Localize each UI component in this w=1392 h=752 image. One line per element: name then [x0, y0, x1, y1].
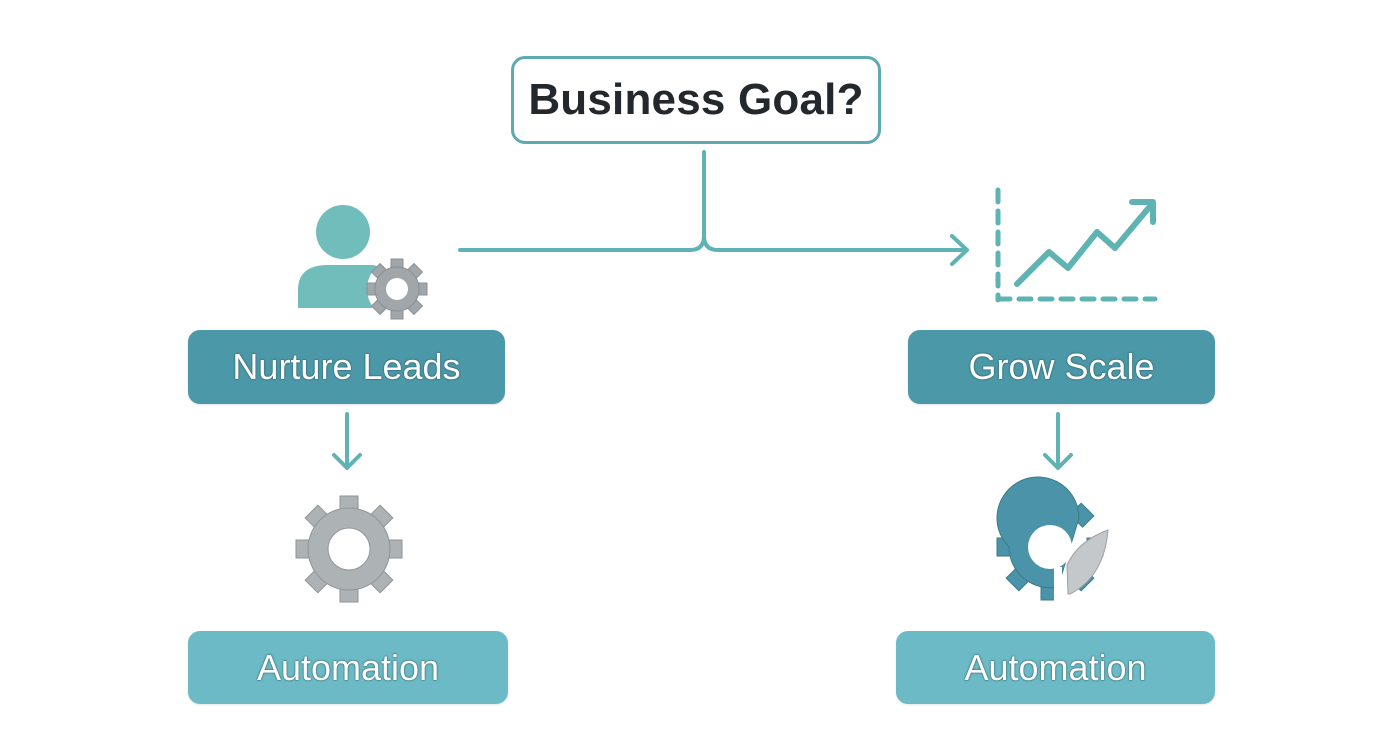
- user-gear-icon: [298, 205, 428, 320]
- grow-scale-node: Grow Scale: [908, 330, 1215, 404]
- nurture-leads-node: Nurture Leads: [188, 330, 505, 404]
- arrow-down-right: [1043, 412, 1073, 470]
- gear-progress-icon: [996, 476, 1109, 601]
- automation-node-right: Automation: [896, 631, 1215, 704]
- growth-chart-icon: [995, 187, 1158, 303]
- arrow-down-left: [332, 412, 362, 470]
- gear-icon: [295, 495, 403, 603]
- arrowhead-right: [950, 234, 969, 266]
- connector-root-right: [702, 234, 967, 252]
- business-goal-node: Business Goal?: [511, 56, 881, 144]
- automation-node-left: Automation: [188, 631, 508, 704]
- connector-root-stem: [458, 150, 706, 252]
